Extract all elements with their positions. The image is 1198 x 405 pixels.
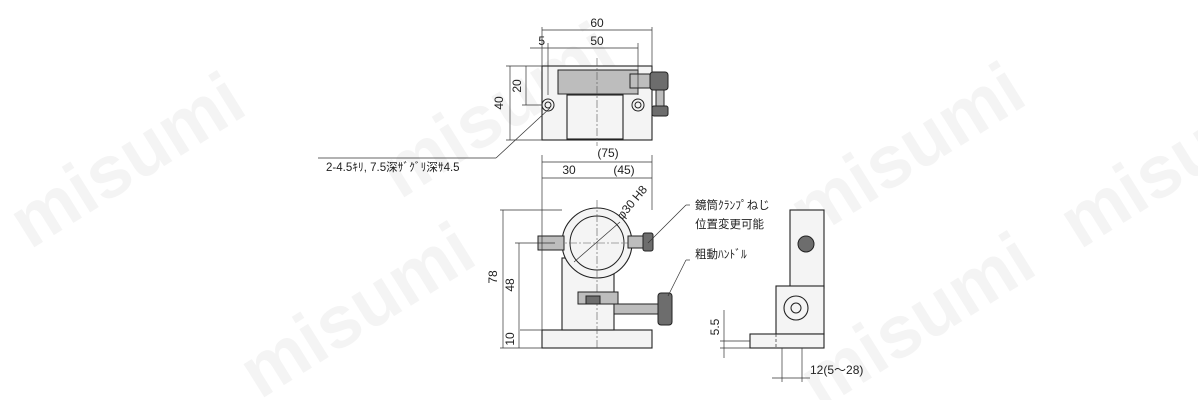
top-dim-width: 60 — [590, 16, 604, 30]
front-dim-overall: (75) — [597, 146, 618, 160]
front-dim-axis: 48 — [503, 278, 517, 292]
side-view: 5.5 12(5〜28) — [708, 209, 863, 382]
side-dim-range: 12(5〜28) — [810, 363, 863, 377]
watermark-text: misumi — [1044, 56, 1198, 264]
hole-callout-text: 2-4.5ｷﾘ, 7.5深ｻﾞｸﾞﾘ深ｻ4.5 — [326, 160, 460, 174]
clamp-screw-top — [629, 73, 651, 89]
side-shaft-circle — [783, 295, 809, 321]
top-dim-partial: 20 — [510, 79, 524, 93]
watermark-text: misumi — [0, 56, 258, 264]
handle-callout-text: 粗動ﾊﾝﾄﾞﾙ — [695, 247, 747, 261]
coarse-handle-icon — [657, 292, 673, 326]
clamp-knob-icon — [642, 232, 654, 252]
top-view: 60 50 5 40 20 — [492, 16, 669, 146]
top-dim-pitch: 50 — [590, 34, 604, 48]
knob-top-icon — [649, 71, 669, 91]
clamp-callout: 鏡筒ｸﾗﾝﾌﾟねじ 位置変更可能 — [647, 198, 770, 244]
clamp-callout-line2: 位置変更可能 — [695, 217, 764, 231]
front-view: (75) 30 (45) φ30 H8 78 48 10 — [486, 146, 673, 350]
clamp-callout-line1: 鏡筒ｸﾗﾝﾌﾟねじ — [695, 198, 770, 212]
clamp-screw-front — [627, 235, 645, 249]
coarse-shaft — [613, 303, 661, 315]
front-dim-right: (45) — [613, 163, 634, 177]
top-dim-height: 40 — [492, 96, 506, 110]
side-dim-step: 5.5 — [708, 318, 722, 335]
coarse-screw-top — [655, 89, 665, 109]
top-dim-offset: 5 — [538, 34, 545, 48]
side-base — [749, 333, 825, 349]
front-dim-base: 10 — [503, 332, 517, 346]
front-dim-bore: φ30 H8 — [614, 182, 651, 222]
watermark-text: misumi — [224, 206, 488, 400]
front-dim-left: 30 — [562, 163, 576, 177]
handle-callout: 粗動ﾊﾝﾄﾞﾙ — [667, 247, 747, 297]
hole-callout: 2-4.5ｷﾘ, 7.5深ｻﾞｸﾞﾘ深ｻ4.5 — [318, 107, 551, 174]
mount-hole-right — [631, 98, 645, 112]
side-screw-icon — [797, 235, 815, 253]
front-dim-height: 78 — [486, 270, 500, 284]
top-view-barrel — [566, 94, 624, 140]
top-view-holder — [557, 69, 639, 95]
